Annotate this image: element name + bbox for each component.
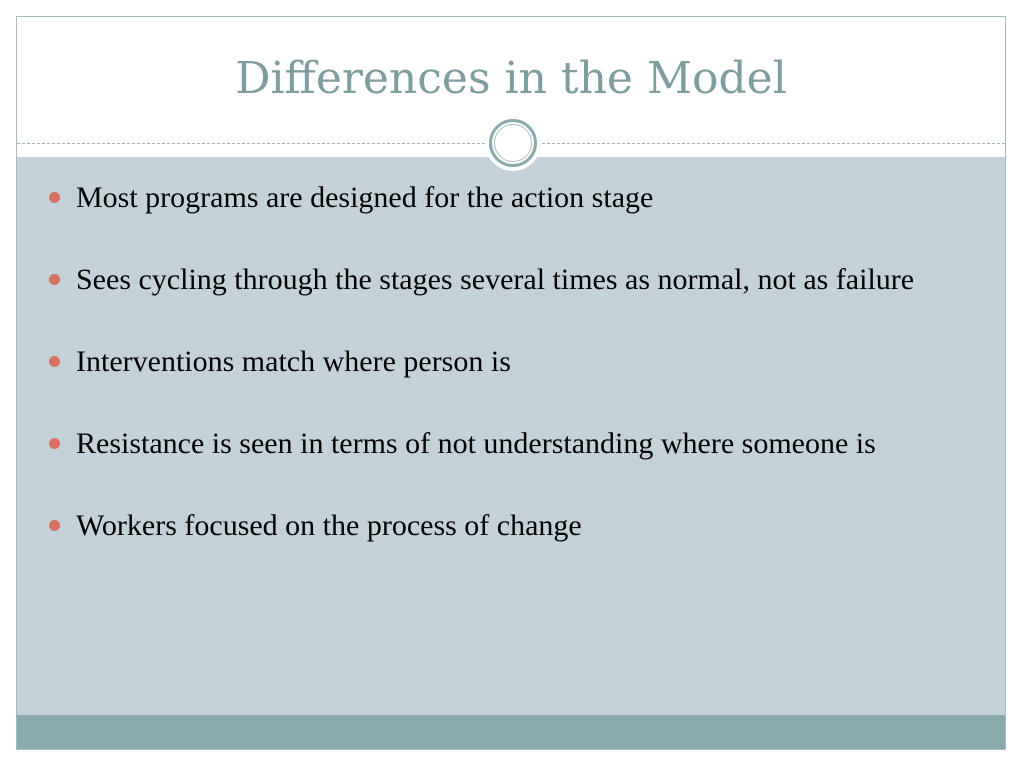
bullet-item: Interventions match where person is xyxy=(49,341,979,382)
bullet-text: Workers focused on the process of change xyxy=(76,509,582,542)
slide-title: Differences in the Model xyxy=(235,53,787,104)
bullet-dot-icon xyxy=(49,356,60,367)
bullet-dot-icon xyxy=(49,438,60,449)
ring-ornament-inner xyxy=(494,124,532,162)
bullet-dot-icon xyxy=(49,274,60,285)
bullet-item: Workers focused on the process of change xyxy=(49,505,979,546)
bullet-text: Resistance is seen in terms of not under… xyxy=(76,427,876,460)
bullet-list: Most programs are designed for the actio… xyxy=(49,177,979,587)
content-area xyxy=(17,157,1005,717)
bullet-item: Most programs are designed for the actio… xyxy=(49,177,979,218)
bullet-text: Interventions match where person is xyxy=(76,345,511,378)
slide: Differences in the Model Most programs a… xyxy=(16,16,1006,750)
bullet-text: Most programs are designed for the actio… xyxy=(76,181,654,214)
bullet-text: Sees cycling through the stages several … xyxy=(76,263,915,296)
bullet-dot-icon xyxy=(49,192,60,203)
bullet-dot-icon xyxy=(49,520,60,531)
footer-bar xyxy=(17,715,1005,749)
bullet-item: Sees cycling through the stages several … xyxy=(49,259,979,300)
bullet-item: Resistance is seen in terms of not under… xyxy=(49,423,979,464)
